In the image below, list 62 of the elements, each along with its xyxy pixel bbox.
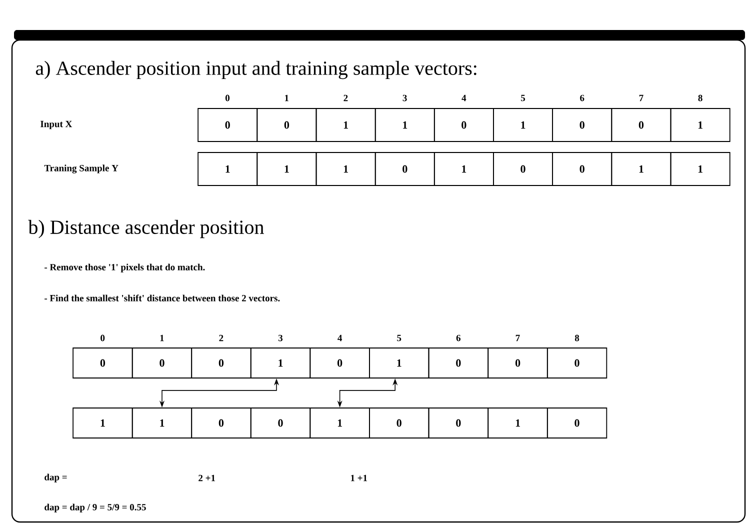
vector-cell: 0 (552, 108, 612, 142)
vector-cell: 0 (428, 348, 488, 378)
vector-cell: 0 (191, 348, 252, 378)
vector-cell: 1 (250, 348, 311, 378)
vector-cell: 1 (310, 408, 370, 438)
index-number: 4 (462, 94, 466, 102)
formula-text: dap = dap / 9 = 5/9 = 0.55 (44, 504, 146, 512)
vector-cell: 1 (198, 152, 258, 186)
vector-cell: 1 (670, 152, 730, 186)
index-number: 7 (639, 94, 644, 102)
vector-cell: 0 (72, 348, 133, 378)
section-heading: a) Ascender position input and training sample vectors: (36, 60, 476, 80)
index-number: 3 (278, 334, 283, 342)
vector-cell: 0 (191, 408, 252, 438)
vector-cell: 0 (552, 152, 612, 186)
row-label: Input X (40, 120, 72, 130)
index-number: 6 (456, 334, 460, 342)
index-number: 7 (516, 334, 520, 342)
vector-cell: 0 (198, 108, 258, 142)
index-number: 6 (580, 94, 584, 102)
vector-cell: 1 (316, 108, 376, 142)
vector-cell: 1 (374, 108, 435, 142)
index-number: 5 (397, 334, 402, 342)
formula-text: 2 +1 (198, 474, 215, 482)
note-text: - Remove those '1' pixels that do match. (44, 264, 205, 272)
index-number: 8 (698, 94, 702, 102)
formula-text: 1 +1 (350, 474, 367, 482)
vector-cell: 0 (428, 408, 488, 438)
vector-cell: 0 (493, 152, 553, 186)
vector-cell: 1 (369, 348, 430, 378)
vector-cell: 0 (434, 108, 494, 142)
index-number: 4 (338, 334, 342, 342)
vector-cell: 1 (670, 108, 730, 142)
vector-cell: 1 (611, 152, 672, 186)
vector-cell: 0 (256, 108, 317, 142)
index-number: 2 (219, 334, 224, 342)
vector-cell: 1 (488, 408, 548, 438)
vector-cell: 1 (316, 152, 376, 186)
index-number: 3 (402, 94, 407, 102)
index-number: 1 (160, 334, 164, 342)
vector-cell: 1 (434, 152, 494, 186)
section-heading: b) Distance ascender position (28, 220, 264, 238)
vector-cell: 0 (488, 348, 548, 378)
note-text: - Find the smallest 'shift' distance between those 2 vectors. (44, 294, 280, 302)
vector-cell: 0 (132, 348, 192, 378)
formula-text: dap = (44, 474, 67, 482)
vector-cell: 0 (369, 408, 430, 438)
vector-cell: 1 (493, 108, 553, 142)
index-number: 0 (100, 334, 105, 342)
vector-cell: 0 (310, 348, 370, 378)
vector-cell: 0 (546, 348, 608, 378)
index-number: 8 (574, 334, 580, 342)
vector-cell: 0 (611, 108, 672, 142)
vector-cell: 0 (374, 152, 435, 186)
index-number: 5 (521, 94, 526, 102)
vector-cell: 1 (256, 152, 317, 186)
vector-cell: 0 (546, 408, 608, 438)
vector-cell: 1 (132, 408, 192, 438)
row-label: Traning Sample Y (44, 164, 118, 174)
vector-cell: 1 (72, 408, 133, 438)
index-number: 2 (344, 94, 348, 102)
vector-cell: 0 (250, 408, 311, 438)
